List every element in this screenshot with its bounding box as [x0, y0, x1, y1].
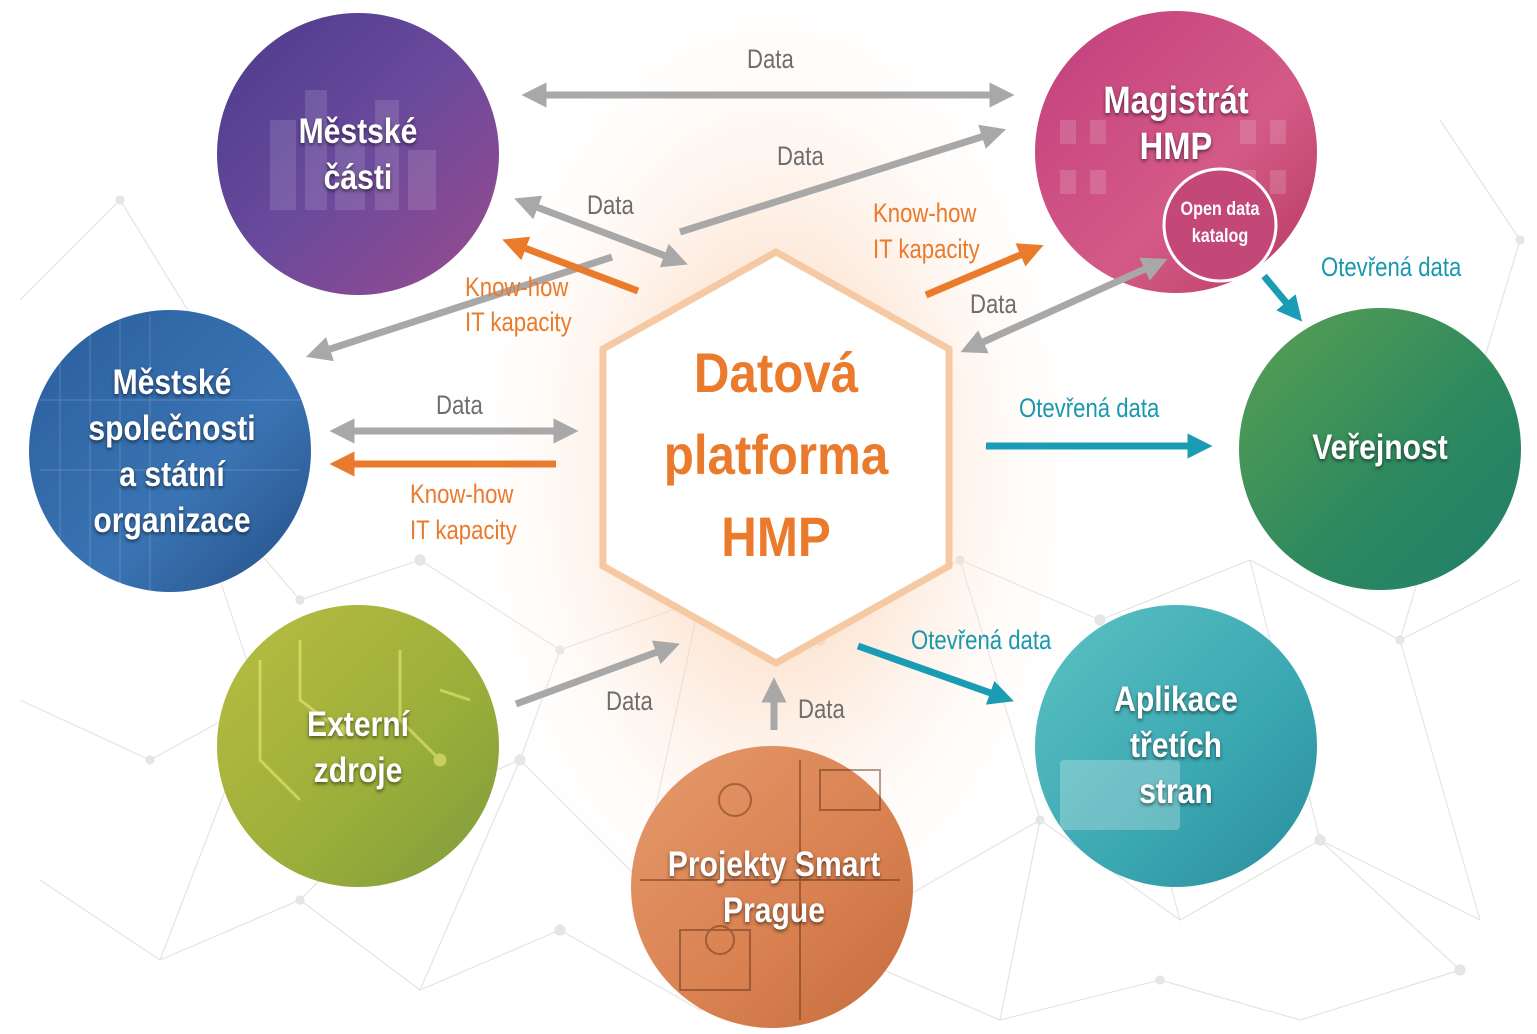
node-title-line: Magistrát	[1103, 80, 1249, 122]
node-title-line: organizace	[93, 501, 251, 540]
node-title-mestske-spolecnosti: Městské společnosti a státní organizace	[88, 360, 255, 544]
node-aplikace-tretich-stran[interactable]	[1035, 605, 1317, 887]
node-title-line: a státní	[119, 455, 225, 494]
badge-open-data-katalog[interactable]	[1162, 167, 1278, 283]
arrow-data-magistrat-hub	[960, 257, 1168, 354]
node-title-line: Městské	[112, 363, 232, 402]
label-otevrena-data-mid: Otevřená data	[1019, 393, 1160, 423]
externi-circuit-texture	[258, 640, 471, 802]
node-title-mestske-casti: Městské části	[299, 109, 418, 201]
node-externi-zdroje[interactable]	[217, 605, 499, 887]
node-title-line: Aplikace	[1114, 680, 1238, 719]
badge-open-data-katalog-label: Open data katalog	[1181, 196, 1260, 250]
label-data-magistrat: Data	[970, 289, 1017, 319]
label-data-spolecnosti: Data	[436, 390, 483, 420]
hub-title: Datová platforma HMP	[664, 332, 889, 578]
label-otevrena-data-bottom: Otevřená data	[911, 625, 1052, 655]
label-otevrena-data-top: Otevřená data	[1321, 252, 1462, 282]
label-knowhow-left-2: Know-how	[410, 479, 514, 509]
projekty-sketch-texture	[640, 760, 900, 1020]
node-title-line: Městské	[298, 112, 418, 151]
label-kapacity-right-1: IT kapacity	[873, 234, 980, 264]
badge-line: Open data	[1180, 199, 1260, 220]
arrow-open-data-to-verejnost	[1261, 273, 1303, 322]
node-mestske-casti[interactable]	[217, 13, 499, 295]
node-verejnost[interactable]	[1239, 308, 1521, 590]
node-title-line: Veřejnost	[1312, 428, 1448, 467]
node-title-line: společnosti	[88, 409, 256, 448]
aplikace-laptop-texture	[1060, 760, 1180, 830]
casti-buildings-texture	[270, 90, 436, 210]
label-data-casti: Data	[587, 190, 634, 220]
label-kapacity-left-2: IT kapacity	[410, 515, 517, 545]
badge-line: katalog	[1191, 226, 1249, 247]
hub-title-line-2: platforma	[663, 423, 889, 486]
node-title-externi-zdroje: Externí zdroje	[307, 702, 409, 794]
node-title-line: Externí	[306, 705, 410, 744]
node-title-line: zdroje	[313, 751, 403, 790]
hub-title-line-1: Datová	[693, 341, 859, 404]
node-mestske-spolecnosti[interactable]	[29, 310, 311, 592]
node-title-line: HMP	[1139, 126, 1213, 168]
arrow-data-externi-hub	[514, 640, 680, 708]
hub-hexagon	[599, 247, 953, 668]
node-title-line: části	[323, 158, 393, 197]
node-title-line: Projekty Smart	[667, 845, 881, 884]
arrow-data-to-spolecnosti	[306, 253, 614, 362]
node-title-line: třetích	[1130, 726, 1222, 765]
node-title-aplikace: Aplikace třetích stran	[1114, 677, 1238, 815]
label-knowhow-right-1: Know-how	[873, 198, 977, 228]
node-projekty-smart-prague[interactable]	[631, 746, 913, 1028]
arrow-knowhow-to-casti	[502, 236, 640, 295]
node-title-verejnost: Veřejnost	[1312, 425, 1448, 471]
node-title-line: stran	[1139, 772, 1213, 811]
node-title-magistrat: Magistrát HMP	[1103, 78, 1248, 170]
hub-title-line-3: HMP	[721, 505, 831, 568]
label-data-projekty: Data	[798, 694, 845, 724]
arrows	[306, 82, 1303, 730]
label-data-diagonal: Data	[777, 141, 824, 171]
node-title-line: Prague	[722, 891, 826, 930]
label-knowhow-left-1: Know-how	[465, 272, 569, 302]
label-kapacity-left-1: IT kapacity	[465, 307, 572, 337]
arrow-data-casti-hub	[514, 195, 688, 268]
spolecnosti-glass-texture	[40, 315, 300, 590]
arrow-data-to-magistrat	[678, 124, 1007, 236]
label-data-externi: Data	[606, 686, 653, 716]
label-data-top: Data	[747, 44, 794, 74]
arrow-open-data-hub-aplikace	[856, 642, 1014, 705]
node-title-projekty: Projekty Smart Prague	[668, 842, 880, 934]
